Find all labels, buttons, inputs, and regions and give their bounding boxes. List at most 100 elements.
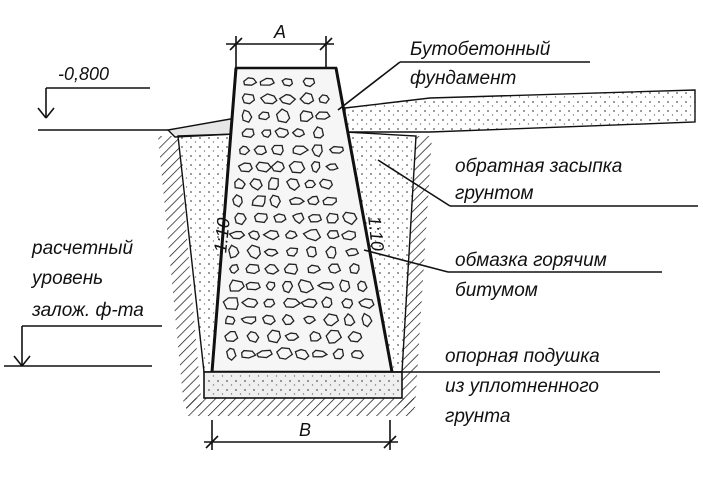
rubble-stone bbox=[341, 230, 357, 241]
rubble-stone bbox=[299, 92, 315, 105]
rubble-stone bbox=[269, 194, 282, 209]
rubble-stone bbox=[225, 315, 236, 325]
bitumen-callout: обмазка горячим битумом bbox=[363, 249, 662, 301]
rubble-stone bbox=[326, 230, 340, 240]
rubble-stone bbox=[241, 349, 257, 359]
rubble-stone bbox=[328, 145, 345, 154]
rubble-stone bbox=[285, 178, 301, 191]
rubble-stone bbox=[224, 330, 239, 342]
dimension-b: B bbox=[204, 420, 398, 450]
rubble-stone bbox=[253, 145, 268, 156]
rubble-stone bbox=[284, 332, 300, 341]
rubble-stone bbox=[281, 78, 294, 87]
rubble-stone bbox=[326, 212, 339, 224]
coating-label-line1: обмазка горячим bbox=[455, 250, 607, 271]
slope-left-label: 1:10 bbox=[210, 217, 234, 254]
right-backfill-surface bbox=[344, 89, 696, 133]
rubble-stone bbox=[263, 248, 279, 257]
rubble-stone bbox=[292, 145, 310, 156]
rubble-stone bbox=[341, 297, 354, 309]
rubble-stone bbox=[275, 108, 291, 124]
backfill-callout: обратная засыпка грунтом bbox=[377, 156, 698, 207]
ground-surface bbox=[38, 89, 696, 138]
rubble-stone bbox=[347, 330, 363, 343]
rubble-stone bbox=[302, 228, 322, 242]
foundation-callout: Бутобетонный фундамент bbox=[337, 39, 590, 111]
rubble-stone bbox=[259, 93, 278, 105]
rubble-stone bbox=[325, 163, 339, 171]
rubble-stone bbox=[281, 280, 294, 294]
rubble-stone bbox=[310, 160, 321, 174]
rubble-stone bbox=[345, 248, 360, 257]
rubble-stone bbox=[304, 179, 317, 189]
rubble-stone bbox=[325, 245, 337, 259]
rubble-stone bbox=[350, 350, 365, 360]
depth-label-line3: залож. ф-та bbox=[31, 300, 144, 321]
rubble-stone bbox=[278, 93, 297, 106]
rubble-stone bbox=[318, 178, 334, 190]
depth-label-line2: уровень bbox=[30, 268, 103, 289]
rubble-stone bbox=[284, 230, 298, 240]
rubble-stone bbox=[266, 329, 282, 344]
rubble-stone bbox=[225, 347, 237, 362]
rubble-stone bbox=[240, 316, 257, 325]
rubble-stone bbox=[270, 160, 285, 173]
backfill-label-line1: обратная засыпка bbox=[455, 156, 622, 177]
rubble-stone bbox=[288, 196, 306, 205]
cushion-label-line3: грунта bbox=[445, 406, 510, 427]
rubble-stone bbox=[232, 193, 243, 208]
rubble-stone bbox=[281, 313, 295, 326]
dimension-b-label: B bbox=[299, 420, 311, 440]
rubble-stone bbox=[249, 178, 263, 191]
rubble-stone bbox=[327, 263, 342, 274]
rubble-stone bbox=[246, 244, 261, 260]
rubble-stone bbox=[299, 110, 314, 123]
rubble-stone bbox=[265, 281, 276, 291]
ground-level-label: -0,800 bbox=[58, 64, 109, 84]
rubble-stone bbox=[318, 94, 330, 104]
foundation-label-line1: Бутобетонный bbox=[410, 39, 551, 60]
rubble-stone bbox=[240, 297, 259, 308]
cushion-dots bbox=[206, 374, 400, 396]
rubble-stone bbox=[251, 195, 266, 207]
rubble-stone bbox=[228, 230, 246, 240]
rubble-stone bbox=[228, 279, 245, 292]
trench-left-hatch bbox=[158, 136, 202, 408]
rubble-stones bbox=[222, 77, 375, 362]
rubble-stone bbox=[245, 281, 261, 291]
cushion-callout: опорная подушка из уплотненного грунта bbox=[310, 346, 660, 427]
coating-label-line2: битумом bbox=[455, 280, 538, 301]
backfill-label-line2: грунтом bbox=[455, 183, 533, 204]
rubble-stone bbox=[312, 126, 325, 139]
rubble-stone bbox=[258, 111, 271, 121]
trench-walls bbox=[158, 136, 432, 416]
rubble-stone bbox=[256, 349, 273, 359]
rubble-stone bbox=[303, 315, 317, 325]
rubble-stone bbox=[294, 348, 310, 361]
rubble-stone bbox=[342, 211, 358, 226]
rubble-stone bbox=[246, 330, 260, 343]
rubble-stone bbox=[237, 162, 253, 173]
rubble-stone bbox=[274, 127, 290, 138]
rubble-stone bbox=[323, 313, 340, 327]
rubble-stone bbox=[243, 77, 258, 86]
trench-right-hatch bbox=[398, 136, 432, 408]
rubble-stone bbox=[321, 296, 333, 309]
rubble-stone bbox=[300, 298, 318, 309]
rubble-stone bbox=[288, 160, 306, 174]
rubble-stone bbox=[349, 262, 360, 275]
rubble-stone bbox=[271, 144, 284, 156]
rubble-stone bbox=[305, 245, 318, 258]
rubble-stone bbox=[241, 128, 255, 138]
rubble-stone bbox=[285, 247, 299, 257]
rubble-stone bbox=[332, 348, 345, 360]
rubble-stone bbox=[316, 282, 335, 291]
rubble-stone bbox=[297, 279, 315, 294]
rubble-stone bbox=[325, 329, 343, 344]
rubble-stone bbox=[253, 212, 268, 224]
bitumen-coating bbox=[210, 67, 394, 373]
rubble-stone bbox=[302, 77, 316, 88]
rubble-stone bbox=[247, 230, 261, 241]
rubble-stone bbox=[273, 213, 287, 223]
rubble-stone bbox=[228, 263, 240, 274]
